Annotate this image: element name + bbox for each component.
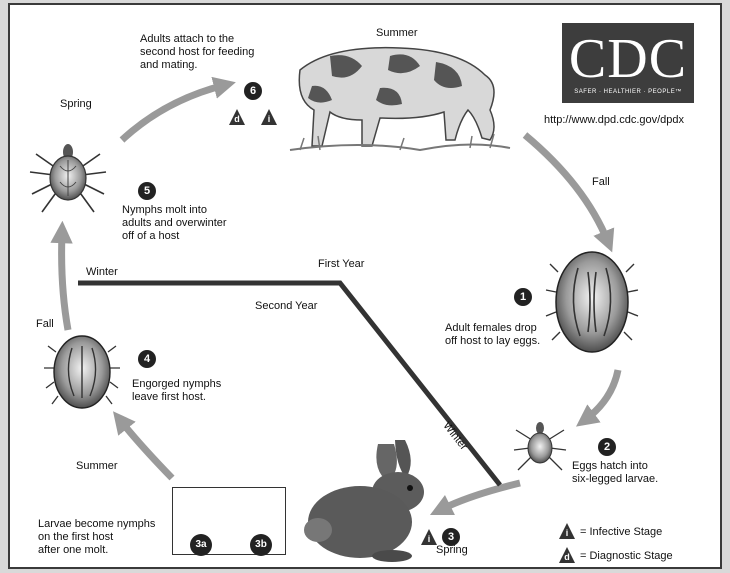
stage1-number: 1 [514, 288, 532, 306]
stage3b-number: 3b [250, 534, 272, 556]
stage4-line2: leave first host. [132, 391, 221, 404]
stage6-number: 6 [244, 82, 262, 100]
stage4-line1: Engorged nymphs [132, 378, 221, 391]
cdc-logo-text: CDC [562, 29, 694, 89]
legend-infective-marker: i [558, 522, 576, 540]
stage3-line3: after one molt. [38, 544, 155, 557]
arrow-rabbit-to-stage4 [120, 420, 172, 478]
diagnostic-marker-letter: d [228, 113, 246, 126]
stage6-text: Adults attach to the second host for fee… [140, 33, 254, 72]
arrow-stage4-to-stage5 [62, 232, 68, 330]
infective-marker-letter: i [420, 533, 438, 546]
stage3-text: Larvae become nymphs on the first host a… [38, 518, 155, 557]
stage5-line2: adults and overwinter [122, 217, 227, 230]
diagnostic-marker-letter: d [558, 551, 576, 564]
infective-marker-stage3: i [420, 528, 438, 546]
arrow-stage1-to-stage2 [585, 370, 618, 420]
season-winter-left: Winter [86, 266, 118, 279]
stage6-line2: second host for feeding [140, 46, 254, 59]
stage5-line1: Nymphs molt into [122, 204, 227, 217]
larva-stage2 [514, 422, 566, 470]
season-fall-right: Fall [592, 176, 610, 189]
stage1-text: Adult females drop off host to lay eggs. [445, 322, 540, 348]
stage1-line1: Adult females drop [445, 322, 540, 335]
stage2-text: Eggs hatch into six-legged larvae. [572, 460, 658, 486]
engorged-tick-stage1 [546, 252, 638, 352]
stage6-line3: and mating. [140, 59, 254, 72]
stage2-number: 2 [598, 438, 616, 456]
season-summer-top: Summer [376, 27, 418, 40]
stage3-line2: on the first host [38, 531, 155, 544]
arrow-stage2-to-rabbit [440, 483, 520, 510]
stage3-line1: Larvae become nymphs [38, 518, 155, 531]
stage3-number: 3 [442, 528, 460, 546]
arrow-stage5-to-stage6 [122, 85, 225, 140]
label-second-year: Second Year [255, 300, 317, 313]
adult-tick-spring [30, 144, 106, 212]
stage5-number: 5 [138, 182, 156, 200]
rabbit-illustration [304, 440, 424, 562]
stage4-text: Engorged nymphs leave first host. [132, 378, 221, 404]
legend-diagnostic-label: = Diagnostic Stage [580, 550, 673, 563]
diagnostic-marker-stage6: d [228, 108, 246, 126]
stage5-text: Nymphs molt into adults and overwinter o… [122, 204, 227, 243]
infective-marker-stage6: i [260, 108, 278, 126]
stage6-line1: Adults attach to the [140, 33, 254, 46]
stage5-line3: off of a host [122, 230, 227, 243]
season-fall-left: Fall [36, 318, 54, 331]
cow-illustration [290, 48, 510, 150]
stage3a-number: 3a [190, 534, 212, 556]
legend-diagnostic-marker: d [558, 546, 576, 564]
stage2-line2: six-legged larvae. [572, 473, 658, 486]
stage2-line1: Eggs hatch into [572, 460, 658, 473]
season-spring-left: Spring [60, 98, 92, 111]
cdc-logo: CDC SAFER · HEALTHIER · PEOPLE™ [562, 23, 694, 103]
season-summer-left: Summer [76, 460, 118, 473]
cdc-url[interactable]: http://www.dpd.cdc.gov/dpdx [544, 114, 684, 127]
engorged-nymph-stage4 [44, 336, 120, 408]
legend-infective-label: = Infective Stage [580, 526, 662, 539]
label-first-year: First Year [318, 258, 364, 271]
infective-marker-letter: i [260, 113, 278, 126]
stage1-line2: off host to lay eggs. [445, 335, 540, 348]
cdc-logo-tagline: SAFER · HEALTHIER · PEOPLE™ [562, 89, 694, 95]
stage4-number: 4 [138, 350, 156, 368]
infective-marker-letter: i [558, 527, 576, 540]
